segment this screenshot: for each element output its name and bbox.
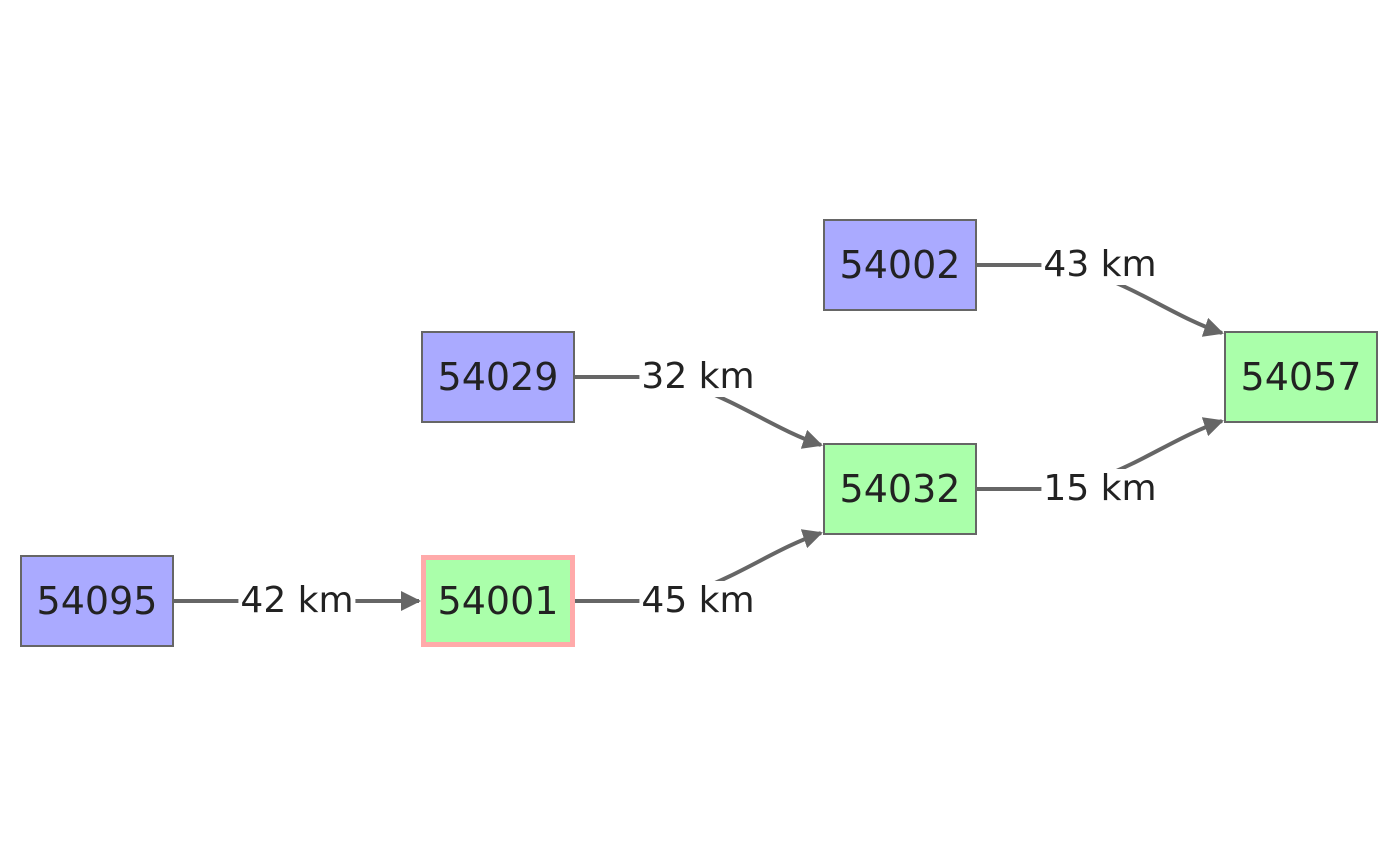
edge-label-54001-54032: 45 km: [639, 580, 757, 621]
edge-label-54095-54001: 42 km: [238, 580, 356, 621]
node-54029[interactable]: 54029: [421, 331, 575, 423]
node-54095[interactable]: 54095: [20, 555, 174, 647]
node-54001[interactable]: 54001: [421, 555, 575, 647]
edge-label-54002-54057: 43 km: [1041, 244, 1159, 285]
node-54032[interactable]: 54032: [823, 443, 977, 535]
node-54002[interactable]: 54002: [823, 219, 977, 311]
node-54057[interactable]: 54057: [1224, 331, 1378, 423]
edge-label-54029-54032: 32 km: [639, 356, 757, 397]
edge-label-54032-54057: 15 km: [1041, 468, 1159, 509]
